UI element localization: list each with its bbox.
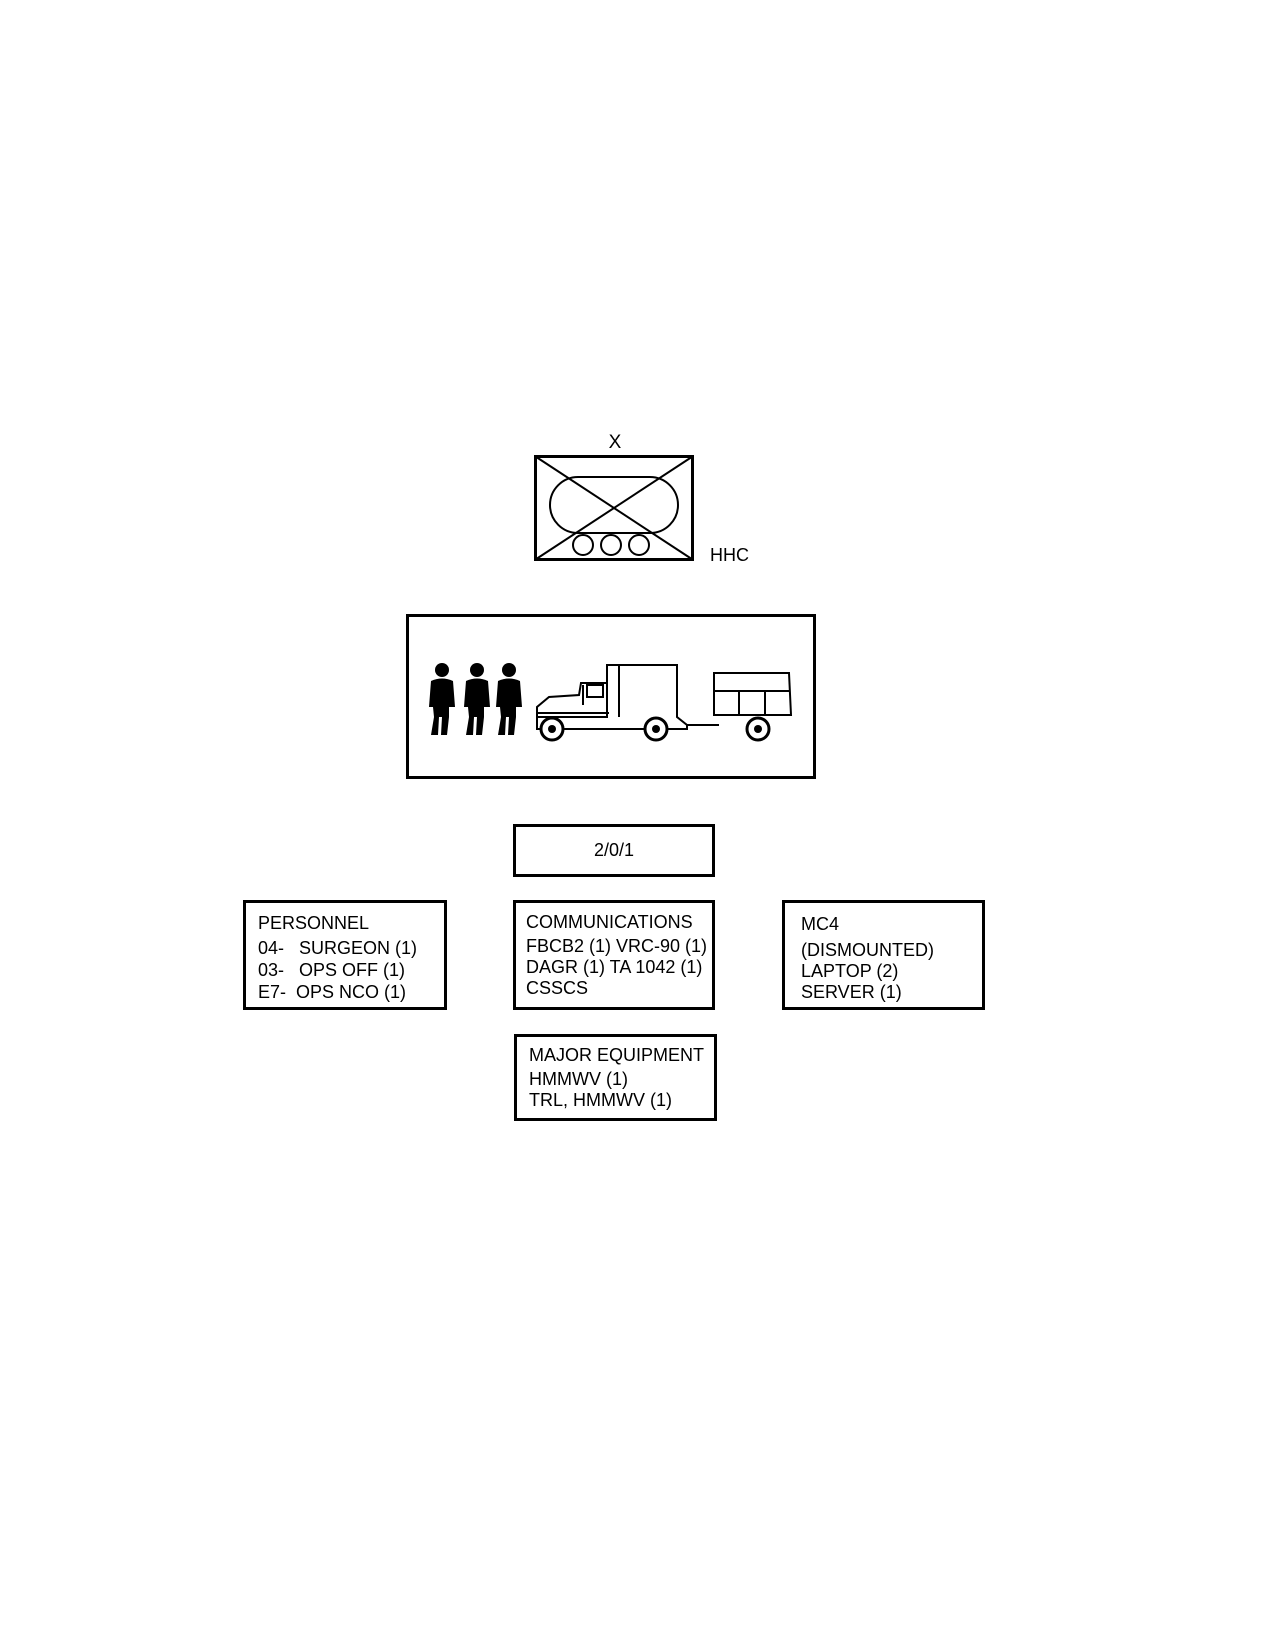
mc4-box: MC4 (DISMOUNTED) LAPTOP (2) SERVER (1) <box>782 900 985 1010</box>
echelon-marker: X <box>608 432 622 453</box>
soldier-icon <box>496 663 522 735</box>
major-equipment-line: TRL, HMMWV (1) <box>529 1090 672 1110</box>
mc4-line: SERVER (1) <box>801 982 902 1002</box>
unit-symbol-icon <box>534 455 694 561</box>
soldiers-and-vehicle-icon <box>429 663 793 742</box>
mc4-line: (DISMOUNTED) <box>801 940 934 960</box>
communications-line: DAGR (1) TA 1042 (1) <box>526 957 703 977</box>
major-equipment-line: HMMWV (1) <box>529 1069 628 1089</box>
personnel-title: PERSONNEL <box>258 913 370 933</box>
personnel-line: E7- OPS NCO (1) <box>258 982 407 1002</box>
communications-box: COMMUNICATIONS FBCB2 (1) VRC-90 (1) DAGR… <box>513 900 715 1010</box>
communications-title: COMMUNICATIONS <box>526 912 693 932</box>
personnel-line: 03- OPS OFF (1) <box>258 960 406 980</box>
mc4-title: MC4 <box>801 914 840 934</box>
personnel-line: 04- SURGEON (1) <box>258 938 418 958</box>
communications-line: FBCB2 (1) VRC-90 (1) <box>526 936 708 956</box>
trailer-icon <box>713 672 793 716</box>
illustration-frame <box>406 614 816 779</box>
strength-value: 2/0/1 <box>593 840 635 860</box>
soldier-icon <box>429 663 455 735</box>
personnel-box: PERSONNEL 04- SURGEON (1) 03- OPS OFF (1… <box>243 900 447 1010</box>
major-equipment-title: MAJOR EQUIPMENT <box>529 1045 705 1065</box>
major-equipment-box: MAJOR EQUIPMENT HMMWV (1) TRL, HMMWV (1) <box>514 1034 717 1121</box>
unit-label: HHC <box>710 545 749 565</box>
mc4-line: LAPTOP (2) <box>801 961 899 981</box>
strength-box: 2/0/1 <box>513 824 715 877</box>
soldier-icon <box>464 663 490 735</box>
communications-line: CSSCS <box>526 978 589 998</box>
